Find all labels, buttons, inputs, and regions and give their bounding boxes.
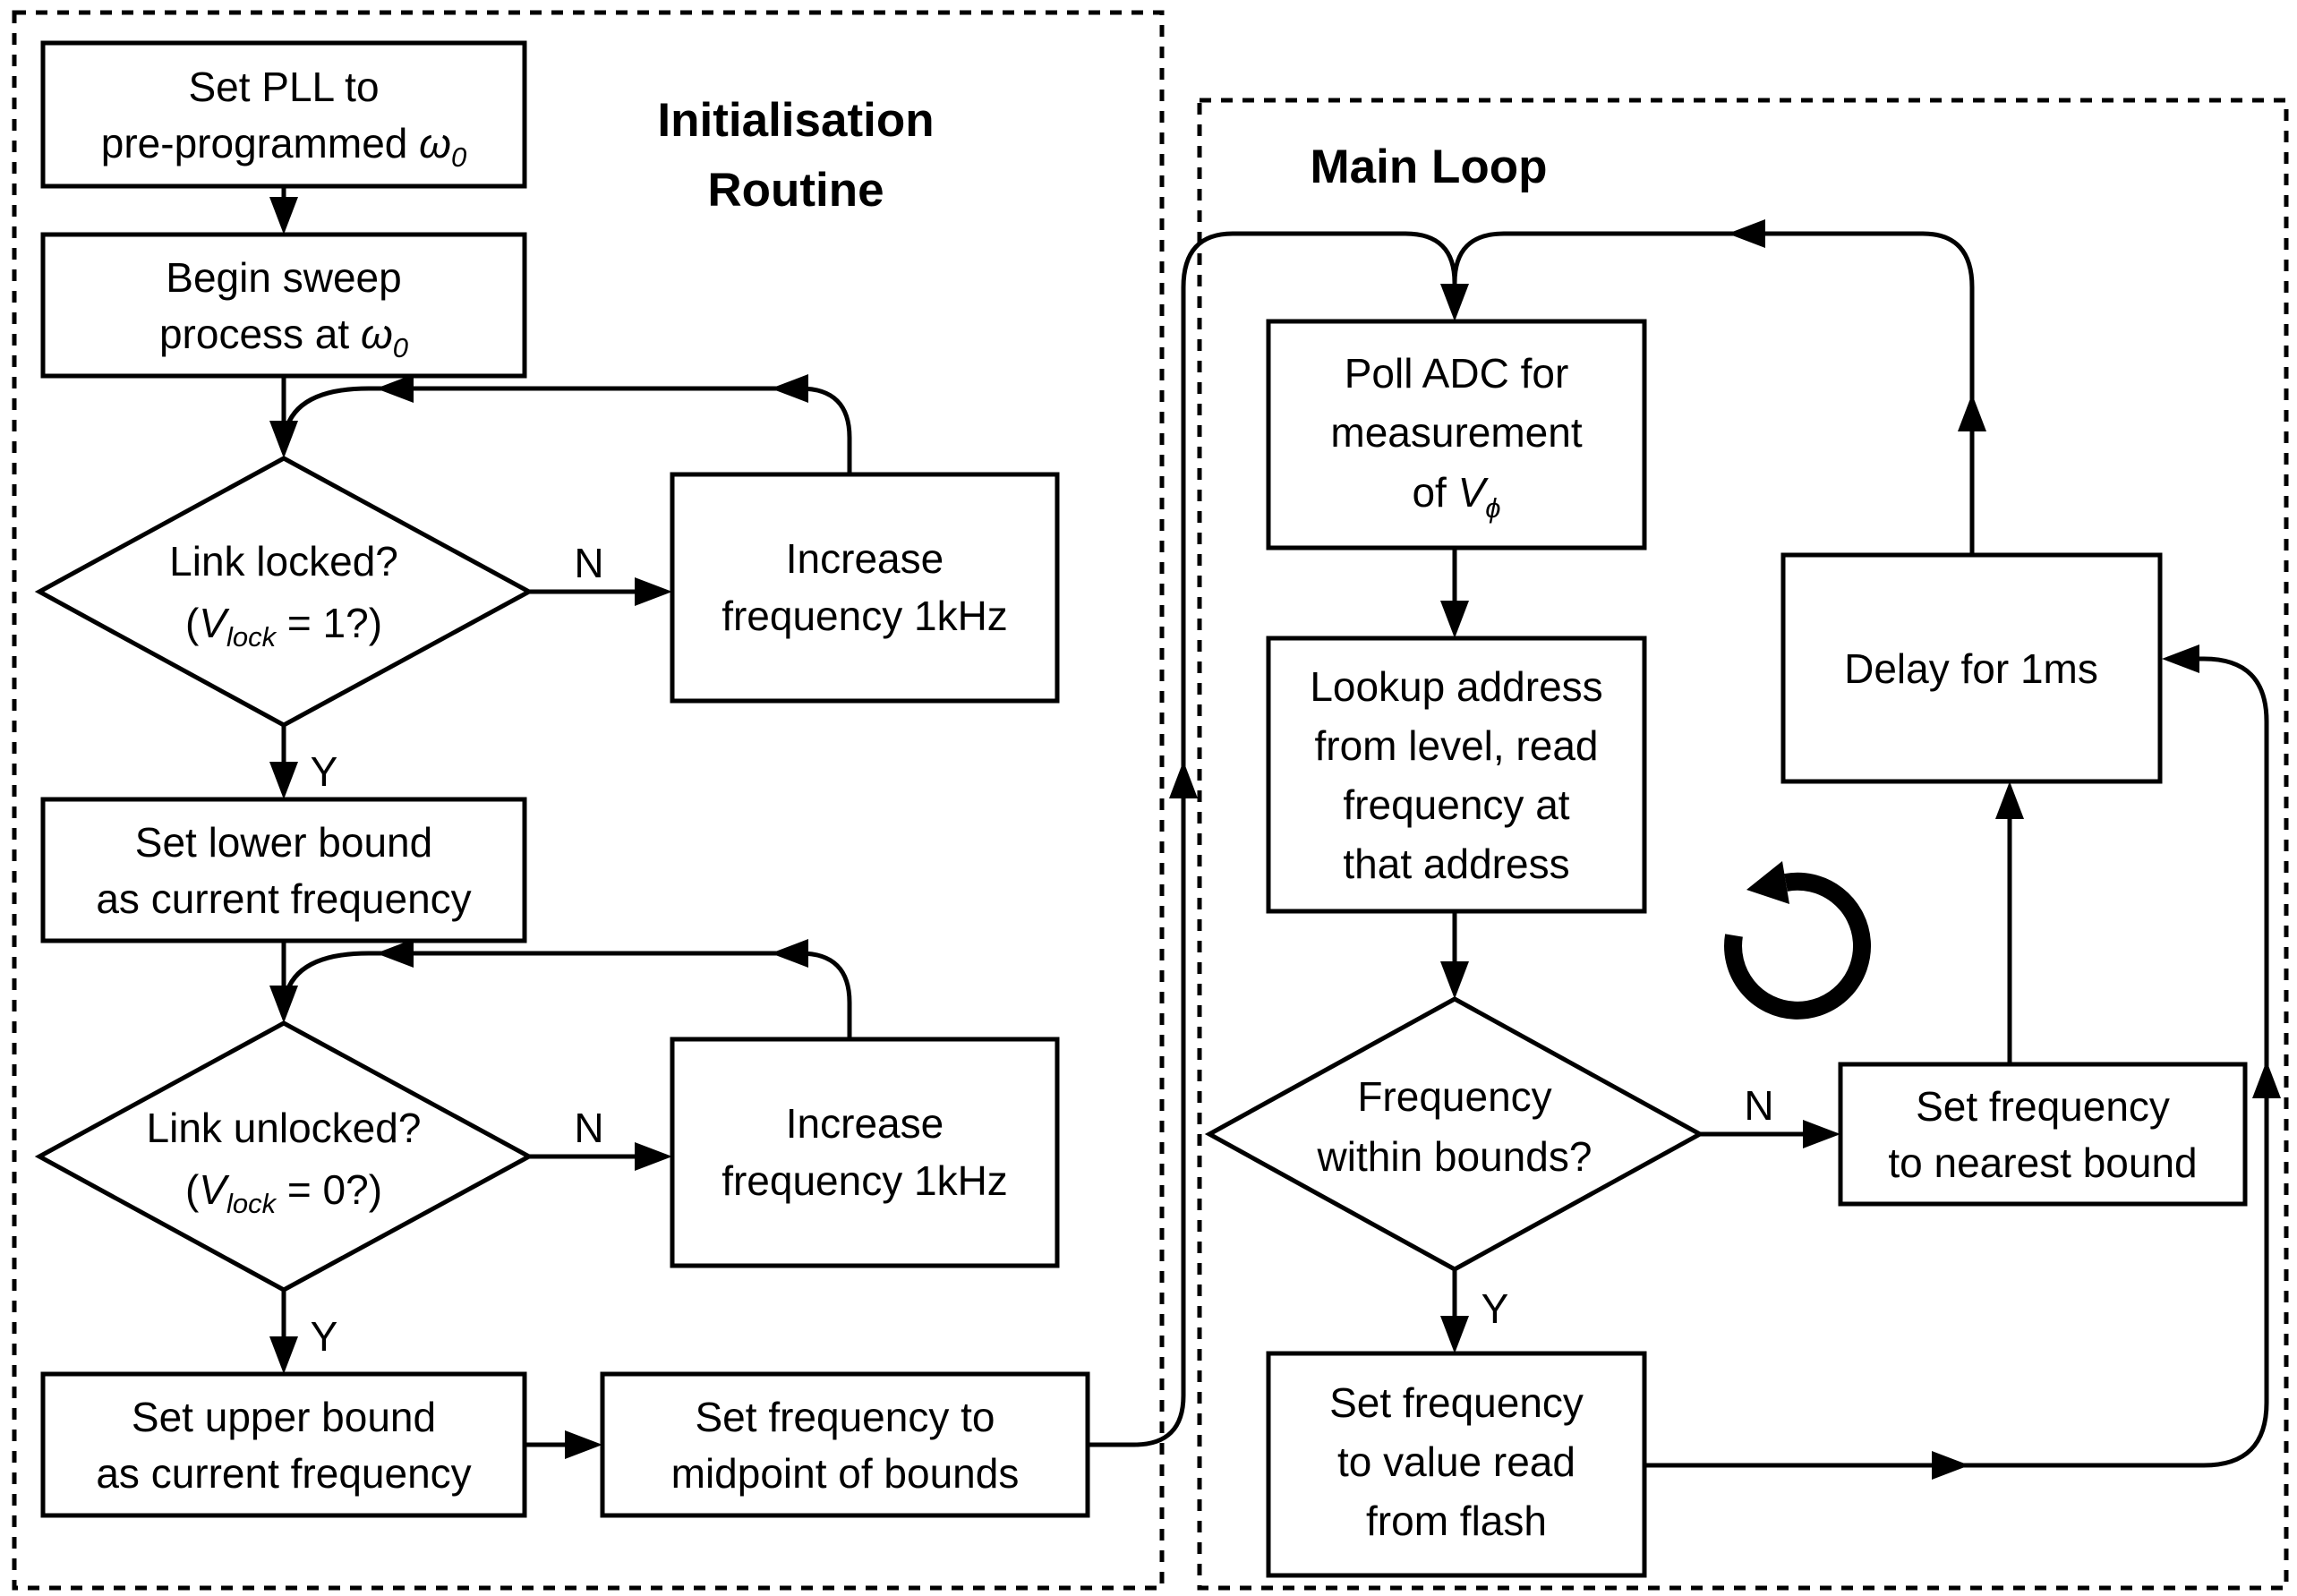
node-lookup-address-label-line2: from level, read (1314, 722, 1598, 769)
node-increase-freq-2-label-line1: Increase (786, 1100, 944, 1147)
node-set-upper-bound (40, 1371, 527, 1518)
arrowhead-into-increase1 (635, 577, 672, 606)
node-set-midpoint-label-line1: Set frequency to (696, 1394, 995, 1440)
edge-midpoint-to-polladc (1088, 231, 1457, 1447)
node-increase-freq-1-label-line2: frequency 1kHz (722, 593, 1008, 639)
node-set-nearest-bound (1838, 1062, 2248, 1207)
node-set-lower-bound-label-line1: Set lower bound (135, 819, 432, 866)
node-increase-freq-2 (670, 1037, 1060, 1268)
arrowhead-into-delay-right (2162, 644, 2199, 673)
node-freq-within-bounds (1204, 996, 1705, 1272)
arrowhead-into-linkunlocked (269, 986, 298, 1023)
node-lookup-address-label-line3: frequency at (1343, 781, 1569, 828)
node-increase-freq-2-label-line2: frequency 1kHz (722, 1157, 1008, 1204)
node-set-nearest-bound-label-line1: Set frequency (1916, 1083, 2170, 1130)
node-link-locked (34, 456, 534, 728)
node-set-nearest-bound-label-line2: to nearest bound (1888, 1139, 2197, 1186)
node-set-lower-bound (40, 797, 527, 943)
node-link-locked-label-line1: Link locked? (169, 538, 398, 585)
arrowhead-loop2-mid-left-a (376, 939, 414, 968)
arrowhead-loop2-mid-left-b (771, 939, 808, 968)
arrowhead-into-nearest (1803, 1120, 1840, 1148)
branch-label-yes-3: Y (1482, 1285, 1509, 1332)
arrowhead-into-bounds (1440, 961, 1469, 999)
node-set-upper-bound-label-line2: as current frequency (96, 1450, 471, 1497)
node-set-lower-bound-label-line2: as current frequency (96, 875, 471, 922)
arrowhead-delayloop-mid-left (1728, 219, 1765, 248)
init-routine-title-line1: Initialisation (657, 94, 934, 147)
loop-rotation-icon-arrowhead (1746, 861, 1789, 904)
node-freq-within-bounds-label-line1: Frequency (1357, 1073, 1551, 1120)
node-set-freq-flash-label-line3: from flash (1366, 1498, 1547, 1544)
node-set-pll-label-line2: pre-programmed ω0 (101, 120, 466, 173)
node-link-unlocked (34, 1020, 534, 1293)
node-poll-adc-label-line1: Poll ADC for (1345, 350, 1569, 397)
node-set-freq-flash (1266, 1351, 1647, 1578)
main-loop-frame (1197, 98, 2289, 1591)
node-increase-freq-1 (670, 472, 1060, 704)
arrowhead-into-flash (1440, 1316, 1469, 1353)
arrowhead-into-linklocked (269, 421, 298, 458)
arrowhead-into-polladc (1440, 284, 1469, 321)
node-freq-within-bounds-label-line2: within bounds? (1317, 1133, 1593, 1180)
node-lookup-address-label-line1: Lookup address (1310, 663, 1602, 710)
arrowhead-into-setupper (269, 1336, 298, 1374)
edge-delay-to-polladc (1452, 231, 1975, 555)
arrowhead-loop1-mid-left-b (771, 374, 808, 403)
edge-loop-increase1-back (281, 386, 852, 474)
init-routine-frame (12, 10, 1165, 1591)
init-routine-title-line2: Routine (707, 164, 884, 217)
loop-rotation-icon (1724, 872, 1872, 1020)
edge-loop-increase2-back (281, 951, 852, 1039)
arrowhead-flashloop-mid-right (1932, 1451, 1969, 1480)
branch-label-yes-2: Y (311, 1313, 338, 1360)
branch-label-yes-1: Y (311, 748, 338, 795)
node-link-unlocked-label-line1: Link unlocked? (147, 1105, 422, 1151)
arrowhead-into-beginsweep (269, 197, 298, 235)
node-lookup-address-label-line4: that address (1343, 841, 1569, 887)
node-poll-adc (1266, 319, 1647, 550)
node-set-midpoint-label-line2: midpoint of bounds (671, 1450, 1020, 1497)
node-link-locked-label-line2: (Vlock = 1?) (185, 600, 382, 653)
arrowhead-loop1-mid-left-a (376, 374, 414, 403)
branch-label-no-2: N (574, 1105, 603, 1151)
main-loop-title: Main Loop (1311, 141, 1548, 193)
arrowhead-delayloop-mid-up (1958, 394, 1986, 431)
node-set-upper-bound-label-line1: Set upper bound (132, 1394, 436, 1440)
node-set-pll (40, 40, 527, 189)
branch-label-no-3: N (1744, 1082, 1773, 1129)
node-poll-adc-label-line2: measurement (1330, 409, 1582, 456)
node-set-freq-flash-label-line1: Set frequency (1329, 1379, 1584, 1426)
node-increase-freq-1-label-line1: Increase (786, 535, 944, 582)
branch-label-no-1: N (574, 540, 603, 586)
node-set-pll-label-line1: Set PLL to (188, 64, 379, 110)
arrowhead-entry-mid-up (1169, 761, 1198, 798)
node-begin-sweep (40, 232, 527, 379)
arrowhead-into-setlower (269, 762, 298, 799)
node-delay-1ms (1780, 552, 2163, 784)
arrowhead-into-delay-bottom (1995, 781, 2024, 819)
arrowhead-into-increase2 (635, 1142, 672, 1171)
node-set-freq-flash-label-line2: to value read (1337, 1438, 1575, 1485)
arrowhead-flashloop-mid-up (2252, 1061, 2281, 1098)
node-set-midpoint (600, 1371, 1090, 1518)
node-begin-sweep-label-line2: process at ω0 (159, 311, 408, 363)
node-link-unlocked-label-line2: (Vlock = 0?) (185, 1166, 382, 1219)
node-begin-sweep-label-line1: Begin sweep (166, 254, 401, 301)
node-poll-adc-label-line3: of Vϕ (1412, 469, 1500, 524)
arrowhead-into-midpoint (565, 1430, 602, 1459)
node-lookup-address (1266, 636, 1647, 914)
node-delay-1ms-label: Delay for 1ms (1844, 645, 2098, 692)
arrowhead-into-lookup (1440, 601, 1469, 638)
